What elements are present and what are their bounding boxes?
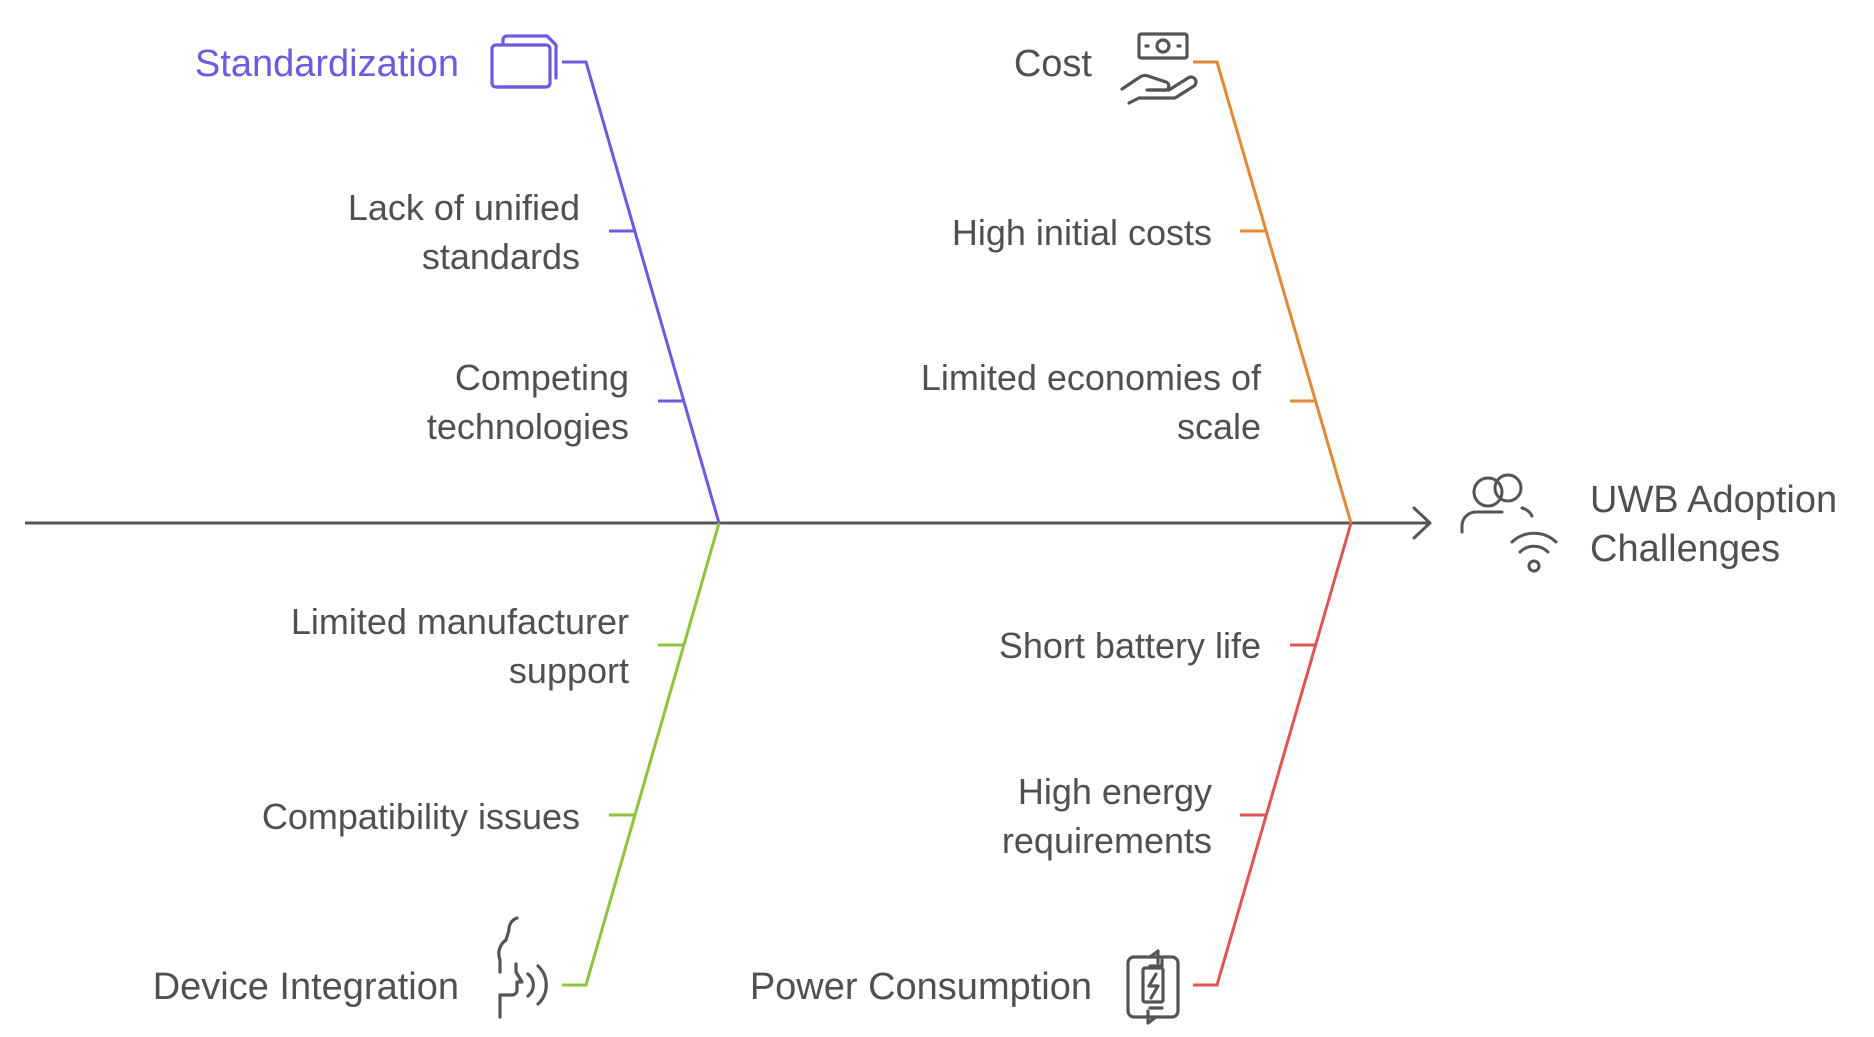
cause-compatibility-issues: Compatibility issues: [262, 796, 580, 837]
cause-limited-manufacturer-support-line-2: support: [509, 650, 629, 691]
cause-lack-of-unified-standards-line-2: standards: [422, 236, 580, 277]
spine-arrowhead: [1412, 506, 1432, 540]
cause-lack-of-unified-standards-line-1: Lack of unified: [348, 187, 580, 228]
power-consumption-bone: [1193, 522, 1353, 987]
power-consumption-battery-cycle-icon: [1126, 949, 1180, 1025]
cost-bone: [1193, 60, 1353, 524]
standardization-bone: [562, 60, 721, 524]
power-consumption-title: Power Consumption: [750, 966, 1092, 1008]
effect-title-line-2: Challenges: [1590, 528, 1780, 570]
cause-high-energy-requirements-line-1: High energy: [1018, 771, 1212, 812]
cost-money-hand-icon: [1120, 32, 1198, 105]
cause-limited-economies-of-scale-line-1: Limited economies of: [921, 357, 1262, 398]
effect-title-line-1: UWB Adoption: [1590, 479, 1837, 521]
cause-high-initial-costs: High initial costs: [952, 212, 1212, 253]
cost-title: Cost: [1014, 43, 1093, 85]
device-integration-title: Device Integration: [153, 966, 459, 1008]
cause-limited-manufacturer-support-line-1: Limited manufacturer: [291, 601, 629, 642]
cause-high-energy-requirements-line-2: requirements: [1002, 820, 1212, 861]
cause-short-battery-life: Short battery life: [999, 625, 1261, 666]
device-integration-voice-head-icon: [497, 916, 548, 1019]
cause-limited-economies-of-scale-line-2: scale: [1177, 406, 1261, 447]
standardization-layers-icon: [490, 34, 558, 89]
device-integration-bone: [562, 522, 721, 987]
effect-people-signal-icon: [1460, 473, 1558, 573]
standardization-title: Standardization: [195, 43, 459, 85]
cause-competing-technologies-line-1: Competing: [455, 357, 629, 398]
cause-competing-technologies-line-2: technologies: [427, 406, 629, 447]
